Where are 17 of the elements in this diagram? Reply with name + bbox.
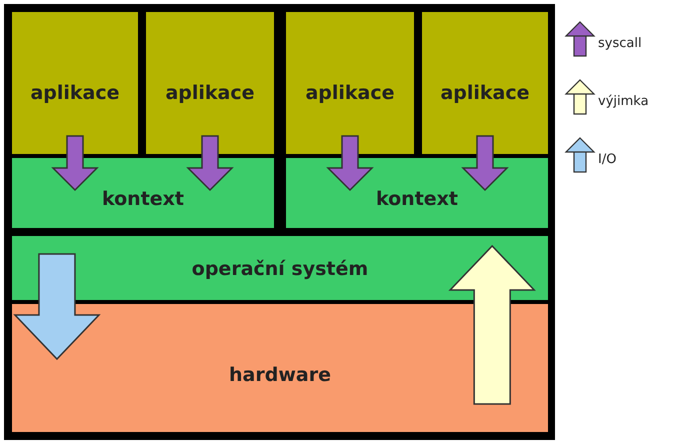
arrow bbox=[461, 135, 509, 192]
layer-label: aplikace bbox=[165, 82, 255, 106]
layer-label: kontext bbox=[102, 188, 184, 212]
arrow bbox=[448, 244, 536, 405]
layer-label: aplikace bbox=[305, 82, 395, 106]
layer-label: aplikace bbox=[440, 82, 530, 106]
layer-label: kontext bbox=[376, 188, 458, 212]
layer-label: hardware bbox=[229, 364, 331, 388]
legend-label: I/O bbox=[598, 152, 616, 167]
layer-label: aplikace bbox=[30, 82, 120, 106]
legend-label: syscall bbox=[598, 36, 642, 51]
layer-label: operační systém bbox=[192, 258, 368, 282]
arrow bbox=[186, 135, 234, 192]
arrow bbox=[326, 135, 374, 192]
arrow bbox=[51, 135, 99, 192]
legend-label: výjimka bbox=[598, 94, 649, 109]
arrow bbox=[13, 253, 101, 360]
